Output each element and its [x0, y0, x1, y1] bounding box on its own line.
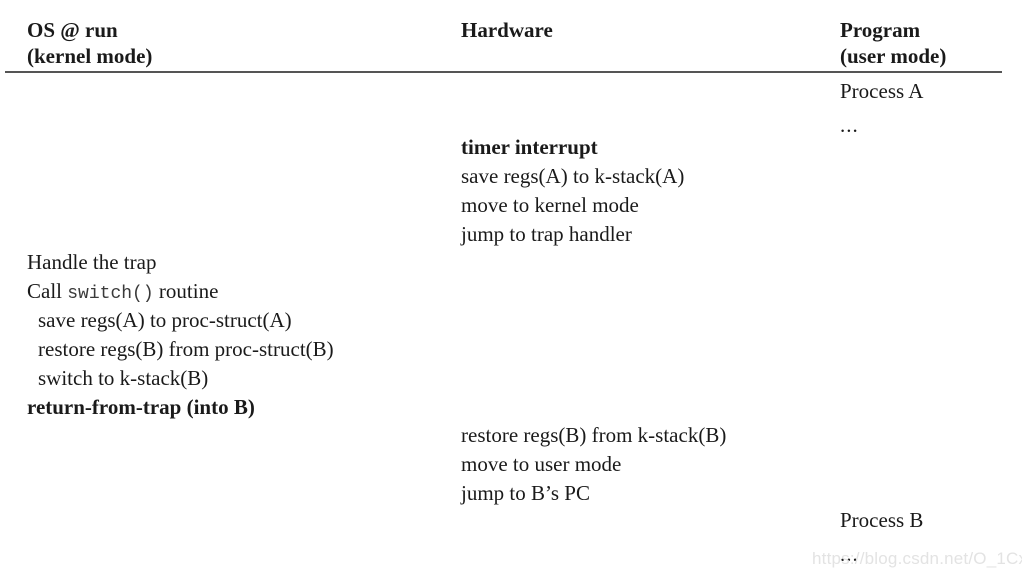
program-step-process-b: Process B — [840, 508, 924, 532]
hardware-step-jump-b-pc: jump to B’s PC — [461, 481, 590, 505]
column-header-program-line1: Program — [840, 18, 921, 42]
os-step-switch-call-mono: switch() — [67, 284, 154, 304]
program-step-ellipsis-a: ... — [840, 113, 859, 137]
csdn-watermark: https://blog.csdn.net/O_1CxH — [812, 549, 1022, 568]
column-header-hardware-line1: Hardware — [461, 18, 553, 42]
header-divider-rule — [5, 71, 1002, 73]
column-header-hardware: Hardware — [461, 17, 553, 43]
os-step-switch-kstack: switch to k-stack(B) — [38, 366, 209, 390]
os-step-save-regs-proc-struct: save regs(A) to proc-struct(A) — [38, 308, 292, 332]
column-header-program-line2: (user mode) — [840, 44, 947, 68]
hardware-step-move-user-mode: move to user mode — [461, 452, 622, 476]
hardware-step-save-regs-kstack: save regs(A) to k-stack(A) — [461, 164, 685, 188]
column-header-os: OS @ run (kernel mode) — [27, 17, 152, 69]
hardware-step-move-kernel-mode: move to kernel mode — [461, 193, 639, 217]
hardware-step-restore-regs-kstack: restore regs(B) from k-stack(B) — [461, 423, 727, 447]
program-step-ellipsis-b: ... — [840, 542, 859, 566]
os-step-handle-trap: Handle the trap — [27, 250, 157, 274]
os-step-call-switch-routine: Call switch() routine — [27, 277, 218, 309]
os-step-call-suffix: routine — [153, 279, 219, 303]
column-header-os-line1: OS @ run — [27, 18, 118, 42]
program-step-process-a: Process A — [840, 79, 924, 103]
os-step-restore-regs-proc-struct: restore regs(B) from proc-struct(B) — [38, 337, 334, 361]
os-step-call-prefix: Call — [27, 279, 68, 303]
column-header-os-line2: (kernel mode) — [27, 44, 153, 68]
column-header-program: Program (user mode) — [840, 17, 946, 69]
hardware-step-timer-interrupt: timer interrupt — [461, 135, 598, 159]
os-step-return-from-trap: return-from-trap (into B) — [27, 395, 255, 419]
hardware-step-jump-trap-handler: jump to trap handler — [461, 222, 632, 246]
